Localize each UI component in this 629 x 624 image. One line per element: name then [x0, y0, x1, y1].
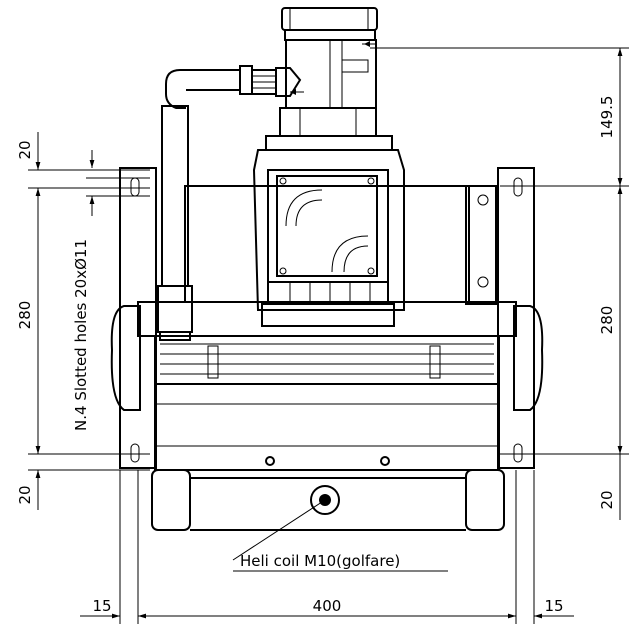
frame-left-plate [110, 167, 157, 469]
dim-bottom-400: 400 [313, 597, 342, 615]
dim-right-280: 280 [598, 306, 616, 335]
dim-right-20: 20 [598, 490, 616, 509]
heli-coil-note: Heli coil M10(golfare) [240, 552, 400, 570]
dim-bottom-15-right: 15 [544, 597, 563, 615]
slotted-holes-note: N.4 Slotted holes 20xØ11 [72, 239, 90, 431]
motor-assembly [265, 7, 393, 151]
dim-left-280: 280 [16, 301, 34, 330]
terminal-box [252, 149, 405, 327]
dim-left-top-20: 20 [16, 140, 34, 159]
pipe-conduit [157, 65, 302, 341]
frame-right-plate [497, 167, 544, 469]
dim-bottom-15-left: 15 [92, 597, 111, 615]
bottom-rails [151, 469, 505, 531]
dim-149-5: 149.5 [598, 96, 616, 139]
fan-housing [137, 185, 517, 471]
dimension-labels: 149.5 280 20 20 280 20 N.4 Slotted holes… [16, 96, 616, 615]
dim-left-bottom-20: 20 [16, 485, 34, 504]
dimension-lines [28, 47, 629, 624]
